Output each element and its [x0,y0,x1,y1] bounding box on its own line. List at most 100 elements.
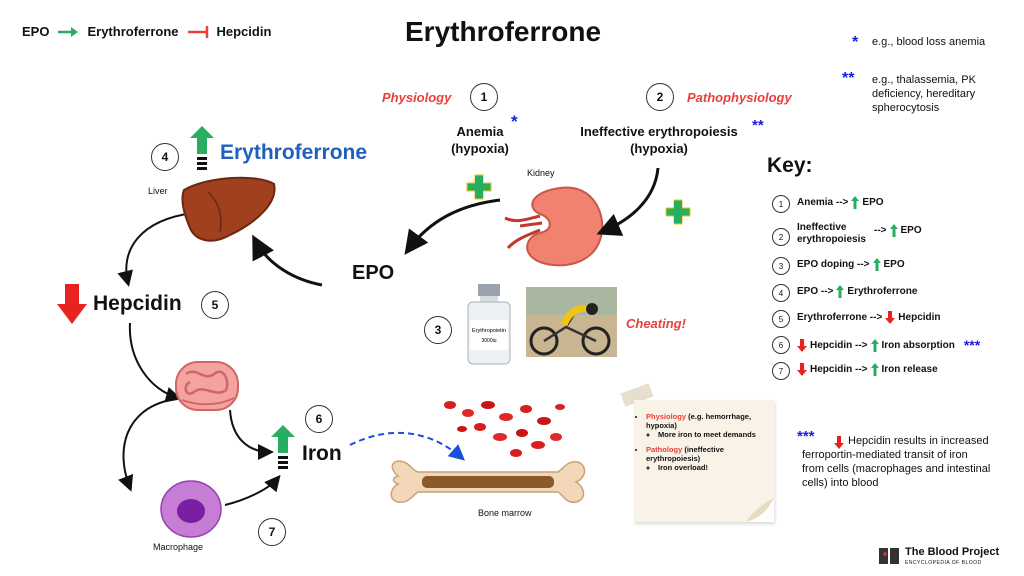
down-arrow-icon [57,284,87,324]
key-row-5-effect: Hepcidin [898,312,941,323]
key-num-7: 7 [772,362,790,380]
kidney-label: Kidney [527,168,555,178]
down-arrow-icon [797,363,807,376]
hepcidin-label: Hepcidin [93,292,182,315]
page-title: Erythroferrone [405,16,602,47]
key-row-2-cause: Ineffective erythropoiesis [797,222,866,245]
physiology-label: Physiology [382,90,452,105]
page-curl-icon [746,498,774,522]
erythroferrone-label: Erythroferrone [220,141,368,164]
macrophage-label: Macrophage [153,542,204,552]
footnote-star3-mark: *** [797,428,815,445]
step-6-badge: 6 [305,405,333,433]
anemia-text: Anemia [456,124,504,139]
up-arrow-icon [889,224,898,237]
epo-label: EPO [352,262,395,284]
ineffective-star: ** [752,117,764,134]
red-blood-cells-icon [444,401,565,457]
pathophysiology-label: Pathophysiology [687,90,792,105]
ineffective-text: Ineffective erythropoiesis [580,124,738,139]
key-num-3: 3 [772,257,790,275]
key-row-6: Hepcidin --> Iron absorption *** [797,337,980,353]
bone-marrow-label: Bone marrow [478,508,532,518]
epo-vial-icon: Erythropoietin 3000iu [467,284,511,365]
cheating-label: Cheating! [626,316,686,331]
note-item2-rest: (ineffective erythropoiesis) [646,445,724,463]
note-item1-sub: More iron to meet demands [658,430,774,439]
ineffective-block: Ineffective erythropoiesis (hypoxia) [568,123,750,157]
step-7-badge: 7 [258,518,286,546]
key-row-1: Anemia --> EPO [797,196,884,209]
bone-icon [390,460,586,504]
key-row-1-cause: Anemia --> [797,197,849,208]
down-arrow-icon [797,338,807,352]
footnote-star2: e.g., thalassemia, PK deficiency, heredi… [872,74,976,114]
legend-hepcidin: Hepcidin [216,24,272,39]
key-row-5-cause: Erythroferrone --> [797,312,883,323]
up-arrow-icon [870,338,879,352]
up-arrow-icon [271,425,295,469]
up-arrow-icon [836,285,845,298]
cyclist-photo-icon [526,287,617,357]
key-row-1-effect: EPO [862,197,884,208]
legend-epo: EPO [22,24,50,39]
vial-dose: 3000iu [481,338,496,344]
footnote-star1: e.g., blood loss anemia [872,36,986,48]
step-1-badge: 1 [470,83,498,111]
anemia-star: * [511,112,518,131]
up-arrow-icon [190,126,214,170]
up-arrow-icon [872,258,881,271]
vial-text: Erythropoietin [472,328,506,334]
green-arrow-icon [58,26,79,37]
inhibit-arrow-icon [187,25,208,38]
note-item2-sub: Iron overload! [658,463,774,472]
footnote-star2-mark: ** [842,70,855,87]
key-row-2: --> EPO [874,224,922,237]
key-row-2-arrow: --> [874,225,887,236]
iron-label: Iron [302,442,342,465]
key-row-7-cause: Hepcidin --> [810,364,868,375]
legend-erythroferrone: Erythroferrone [87,24,179,39]
liver-icon [181,176,276,242]
key-row-6-cause: Hepcidin --> [810,339,868,351]
plus-icon [466,174,492,200]
down-arrow-icon [834,436,844,449]
key-row-7-effect: Iron release [881,364,938,375]
liver-label: Liver [148,186,168,196]
book-icon [879,548,899,564]
hypoxia-text-2: (hypoxia) [630,141,688,156]
up-arrow-icon [870,363,879,376]
hypoxia-text-1: (hypoxia) [451,141,509,156]
key-row-3-cause: EPO doping --> [797,259,870,270]
note-item1-title: Physiology [646,412,687,421]
key-row-3-effect: EPO [883,259,905,270]
key-row-5: Erythroferrone --> Hepcidin [797,311,941,324]
footnote-star1-mark: * [852,34,859,51]
down-arrow-icon [885,311,896,324]
key-row-4-effect: Erythroferrone [847,286,918,297]
step-5-badge: 5 [201,291,229,319]
macrophage-icon [160,480,222,538]
step-4-badge: 4 [151,143,179,171]
plus-icon [665,199,691,225]
step-3-badge: 3 [424,316,452,344]
key-num-5: 5 [772,310,790,328]
key-row-6-star: *** [963,337,981,353]
note-item2-title: Pathology [646,445,683,454]
key-num-4: 4 [772,284,790,302]
brand-name: The Blood Project [905,546,1000,558]
key-row-6-effect: Iron absorption [881,339,955,351]
legend: EPO Erythroferrone Hepcidin [22,24,271,39]
intestine-icon [175,361,239,411]
anemia-block: Anemia (hypoxia) [440,123,520,157]
footnote-star3: Hepcidin results in increased ferroporti… [802,435,991,489]
tape-icon [620,383,654,407]
note-item1-rest: (e.g. hemorrhage, hypoxia) [646,412,752,430]
key-row-4: EPO --> Erythroferrone [797,285,917,298]
key-row-2-effect: EPO [900,225,922,236]
brand-tagline: ENCYCLOPEDIA OF BLOOD [905,560,982,566]
key-row-4-cause: EPO --> [797,286,834,297]
key-title: Key: [767,154,813,177]
key-row-7: Hepcidin --> Iron release [797,363,938,376]
